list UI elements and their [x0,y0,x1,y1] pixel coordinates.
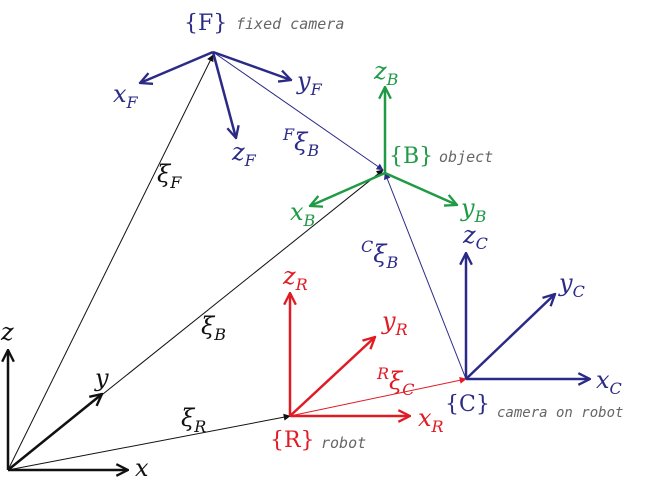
vector-camera-to-object [384,172,467,380]
vector-world-to-robot [7,413,291,471]
camera-y-axis [465,294,555,380]
f-xi-b-label: FξB [282,125,319,160]
robot-z-label: zR [282,262,308,294]
fixed-camera-z-label: zF [231,138,257,170]
fixed-camera-y-label: yF [296,67,323,99]
fixed-camera-y-axis [212,50,291,80]
xi-b-label: ξB [201,312,226,344]
robot-x-label: xR [418,404,444,436]
camera-z-label: zC [462,221,488,253]
world-x-label: x [135,454,149,482]
object-y-axis [384,171,457,205]
object-x-label: xB [290,198,316,230]
object-z-label: zB [373,57,399,89]
object-x-axis [310,171,386,206]
vector-fixed-camera-to-object [212,51,384,171]
xi-f-label: ξF [157,160,182,192]
robot-frame-label: {R} [270,428,315,453]
world-z-label: z [0,318,14,346]
fixed-camera-frame-label: {F} [184,11,227,36]
vector-robot-to-camera [289,376,467,417]
fixed-camera-x-axis [140,50,214,83]
object-frame: {B} object xB yB zB [290,57,493,230]
vector-world-to-fixed-camera [7,54,214,471]
robot-note: robot [321,434,366,452]
xi-r-label: ξR [181,404,206,436]
c-xi-b-label: CξB [361,237,398,272]
fixed-camera-frame: {F} fixed camera xF yF zF [113,11,344,170]
robot-y-label: yR [381,307,408,339]
camera-x-label: xC [596,366,622,398]
robot-frame: {R} robot xR yR zR [270,262,444,453]
robot-y-axis [289,337,375,417]
object-frame-label: {B} [389,144,433,169]
camera-y-label: yC [558,269,585,301]
fixed-camera-z-axis [211,51,236,138]
object-note: object [439,148,493,166]
camera-on-robot-frame: {C} camera on robot xC yC zC [445,221,623,421]
fixed-camera-note: fixed camera [236,15,344,33]
r-xi-c-label: RξC [376,364,415,399]
camera-note: camera on robot [497,405,623,421]
world-y-axis [7,394,102,471]
world-y-label: y [94,364,109,392]
object-y-label: yB [460,194,487,226]
world-frame: x y z [0,318,149,482]
fixed-camera-x-label: xF [113,80,139,112]
camera-frame-label: {C} [445,392,490,417]
